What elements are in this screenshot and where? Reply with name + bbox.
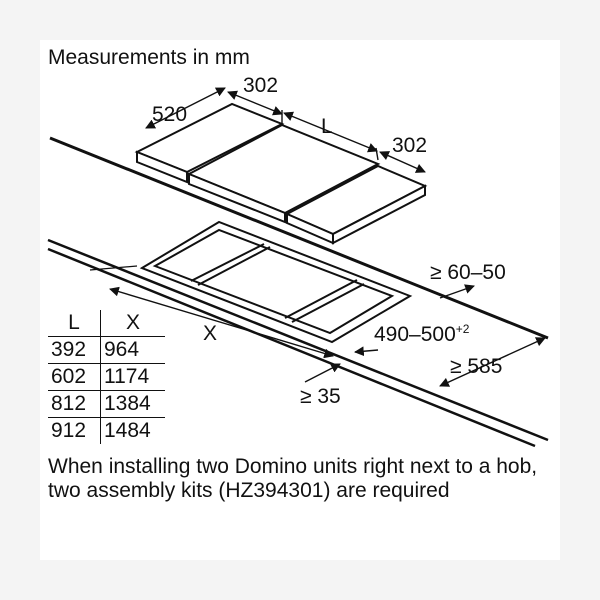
table-row: 812 1384 xyxy=(48,390,165,418)
dim-worktop-thickness: ≥ 60–50 xyxy=(430,261,506,284)
dim-cutout-depth-value: 490–500 xyxy=(374,323,456,346)
table-cell-l: 602 xyxy=(48,363,101,391)
dim-width-right: 302 xyxy=(392,134,427,157)
table-cell-x: 1174 xyxy=(100,363,165,391)
size-table: L X 392 964 602 1174 812 1384 912 1484 xyxy=(48,310,165,444)
table-row: 602 1174 xyxy=(48,363,165,391)
dim-cutout-depth: 490–500+2 xyxy=(374,322,470,346)
table-header-row: L X xyxy=(48,310,165,337)
dim-cutout-depth-tolerance: +2 xyxy=(456,322,470,336)
top-dimension-lines xyxy=(145,87,426,173)
table-cell-x: 964 xyxy=(100,336,165,364)
table-row: 392 964 xyxy=(48,336,165,364)
cutout-dimension-lines xyxy=(109,284,546,387)
table-cell-l: 392 xyxy=(48,336,101,364)
table-row: 912 1484 xyxy=(48,417,165,444)
installation-note: When installing two Domino units right n… xyxy=(48,455,538,502)
table-header-x: X xyxy=(125,311,140,334)
dim-depth: 520 xyxy=(152,103,187,126)
measurements-title: Measurements in mm xyxy=(48,46,250,69)
table-cell-l: 812 xyxy=(48,390,101,418)
table-cell-l: 912 xyxy=(48,417,101,444)
table-cell-x: 1384 xyxy=(100,390,165,418)
dim-min-worktop-depth: ≥ 585 xyxy=(450,355,502,378)
cutout-frame xyxy=(139,220,413,344)
dim-length-label: L xyxy=(321,115,333,138)
table-cell-x: 1484 xyxy=(100,417,165,444)
dim-min-front-distance: ≥ 35 xyxy=(300,385,341,408)
dim-cutout-length-label: X xyxy=(203,322,217,345)
table-header-l: L xyxy=(48,310,101,337)
worktop-upper xyxy=(49,136,549,340)
dim-width-left: 302 xyxy=(243,74,278,97)
